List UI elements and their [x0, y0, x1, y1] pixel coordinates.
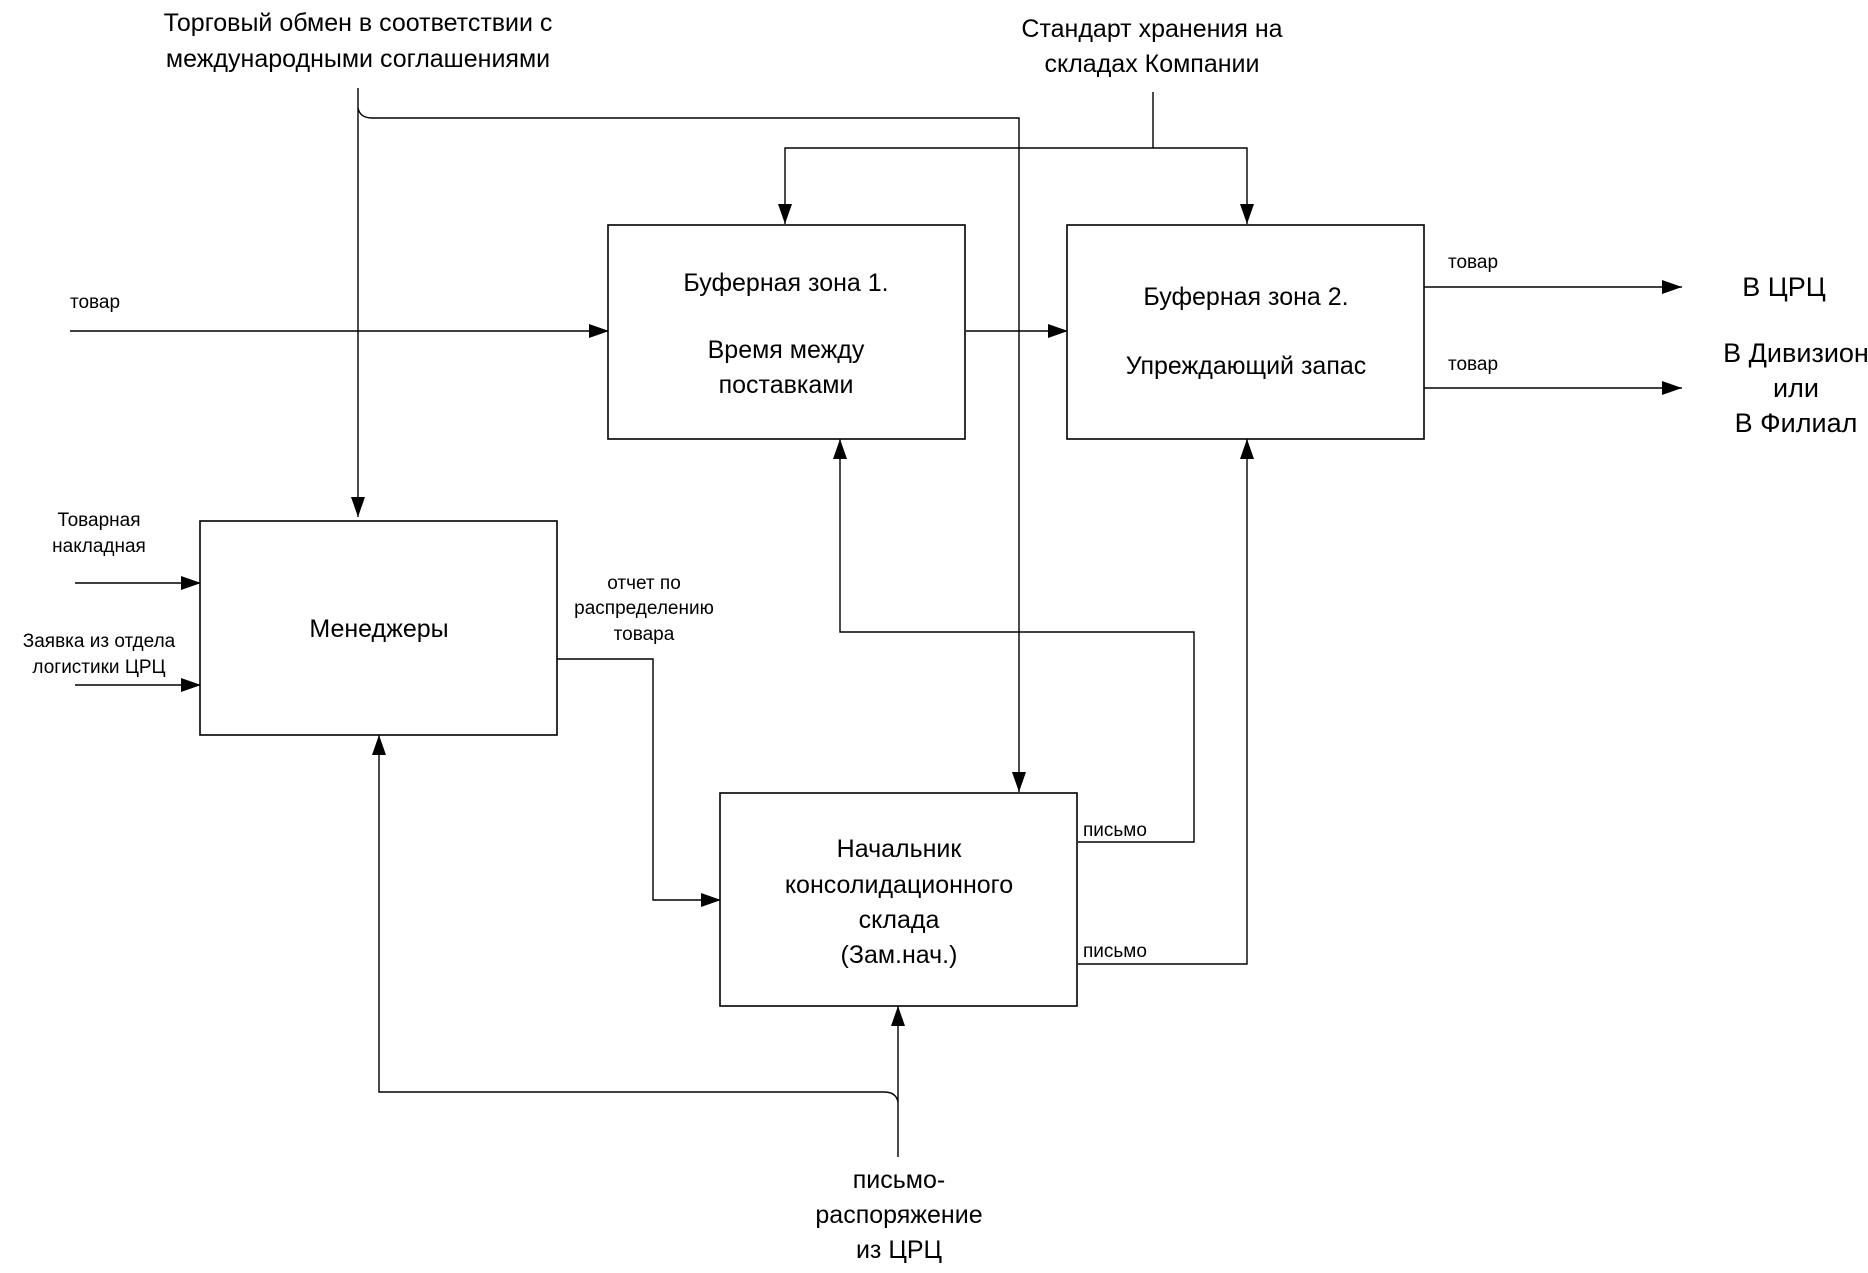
letter1-label: письмо: [1083, 820, 1147, 841]
storage-control-line1: Стандарт хранения на: [1021, 15, 1282, 43]
order-label-line3: из ЦРЦ: [856, 1236, 943, 1264]
storage-control-arrow-buffer2: [1153, 147, 1254, 224]
chief-box: [719, 792, 1078, 1007]
buffer1-title: Буферная зона 1.: [683, 269, 888, 297]
letter2-label: письмо: [1083, 941, 1147, 962]
buffer-zone-1-box: [607, 224, 966, 440]
storage-control-line2: складах Компании: [1045, 50, 1260, 78]
invoice-label-line2: накладная: [52, 536, 146, 557]
destination-crc: В ЦРЦ: [1742, 272, 1825, 302]
managers-title: Менеджеры: [309, 615, 448, 643]
report-arrow: [557, 658, 721, 907]
letter1-arrow: [833, 439, 1195, 843]
managers-box: [199, 520, 558, 736]
report-label-line2: распределению: [574, 598, 714, 619]
destination-division-line2: или: [1773, 373, 1819, 403]
request-label-line1: Заявка из отдела: [23, 631, 176, 652]
order-label-line2: распоряжение: [815, 1201, 982, 1229]
chief-line4: (Зам.нач.): [841, 941, 958, 969]
buffer2-line1: Упреждающий запас: [1126, 352, 1367, 380]
trade-control-line1: Торговый обмен в соответствии с: [164, 9, 553, 37]
invoice-label-line1: Товарная: [57, 510, 140, 531]
buffer1-line2: поставками: [719, 371, 854, 399]
destination-division-line1: В Дивизион: [1723, 338, 1868, 368]
chief-line2: консолидационного: [785, 871, 1013, 899]
report-label-line1: отчет по: [607, 573, 681, 594]
letter2-arrow: [1078, 439, 1254, 965]
request-label-line2: логистики ЦРЦ: [32, 657, 165, 678]
storage-control-arrow-buffer1: [778, 147, 1153, 224]
destination-division-line3: В Филиал: [1735, 408, 1858, 438]
chief-line3: склада: [859, 906, 940, 934]
order-mechanism-arrow-managers: [372, 735, 899, 1103]
report-label-line3: товара: [614, 624, 675, 645]
chief-line1: Начальник: [837, 835, 963, 863]
goods-output2-label: товар: [1448, 354, 1498, 375]
goods-output1-label: товар: [1448, 252, 1498, 273]
order-label-line1: письмо-: [853, 1166, 945, 1194]
buffer1-line1: Время между: [708, 336, 865, 364]
buffer-zone-2-box: [1066, 224, 1425, 440]
trade-control-arrow-chief: [357, 107, 1026, 792]
goods-input-label: товар: [70, 292, 120, 313]
trade-control-line2: международными соглашениями: [166, 45, 550, 73]
buffer2-title: Буферная зона 2.: [1143, 283, 1348, 311]
